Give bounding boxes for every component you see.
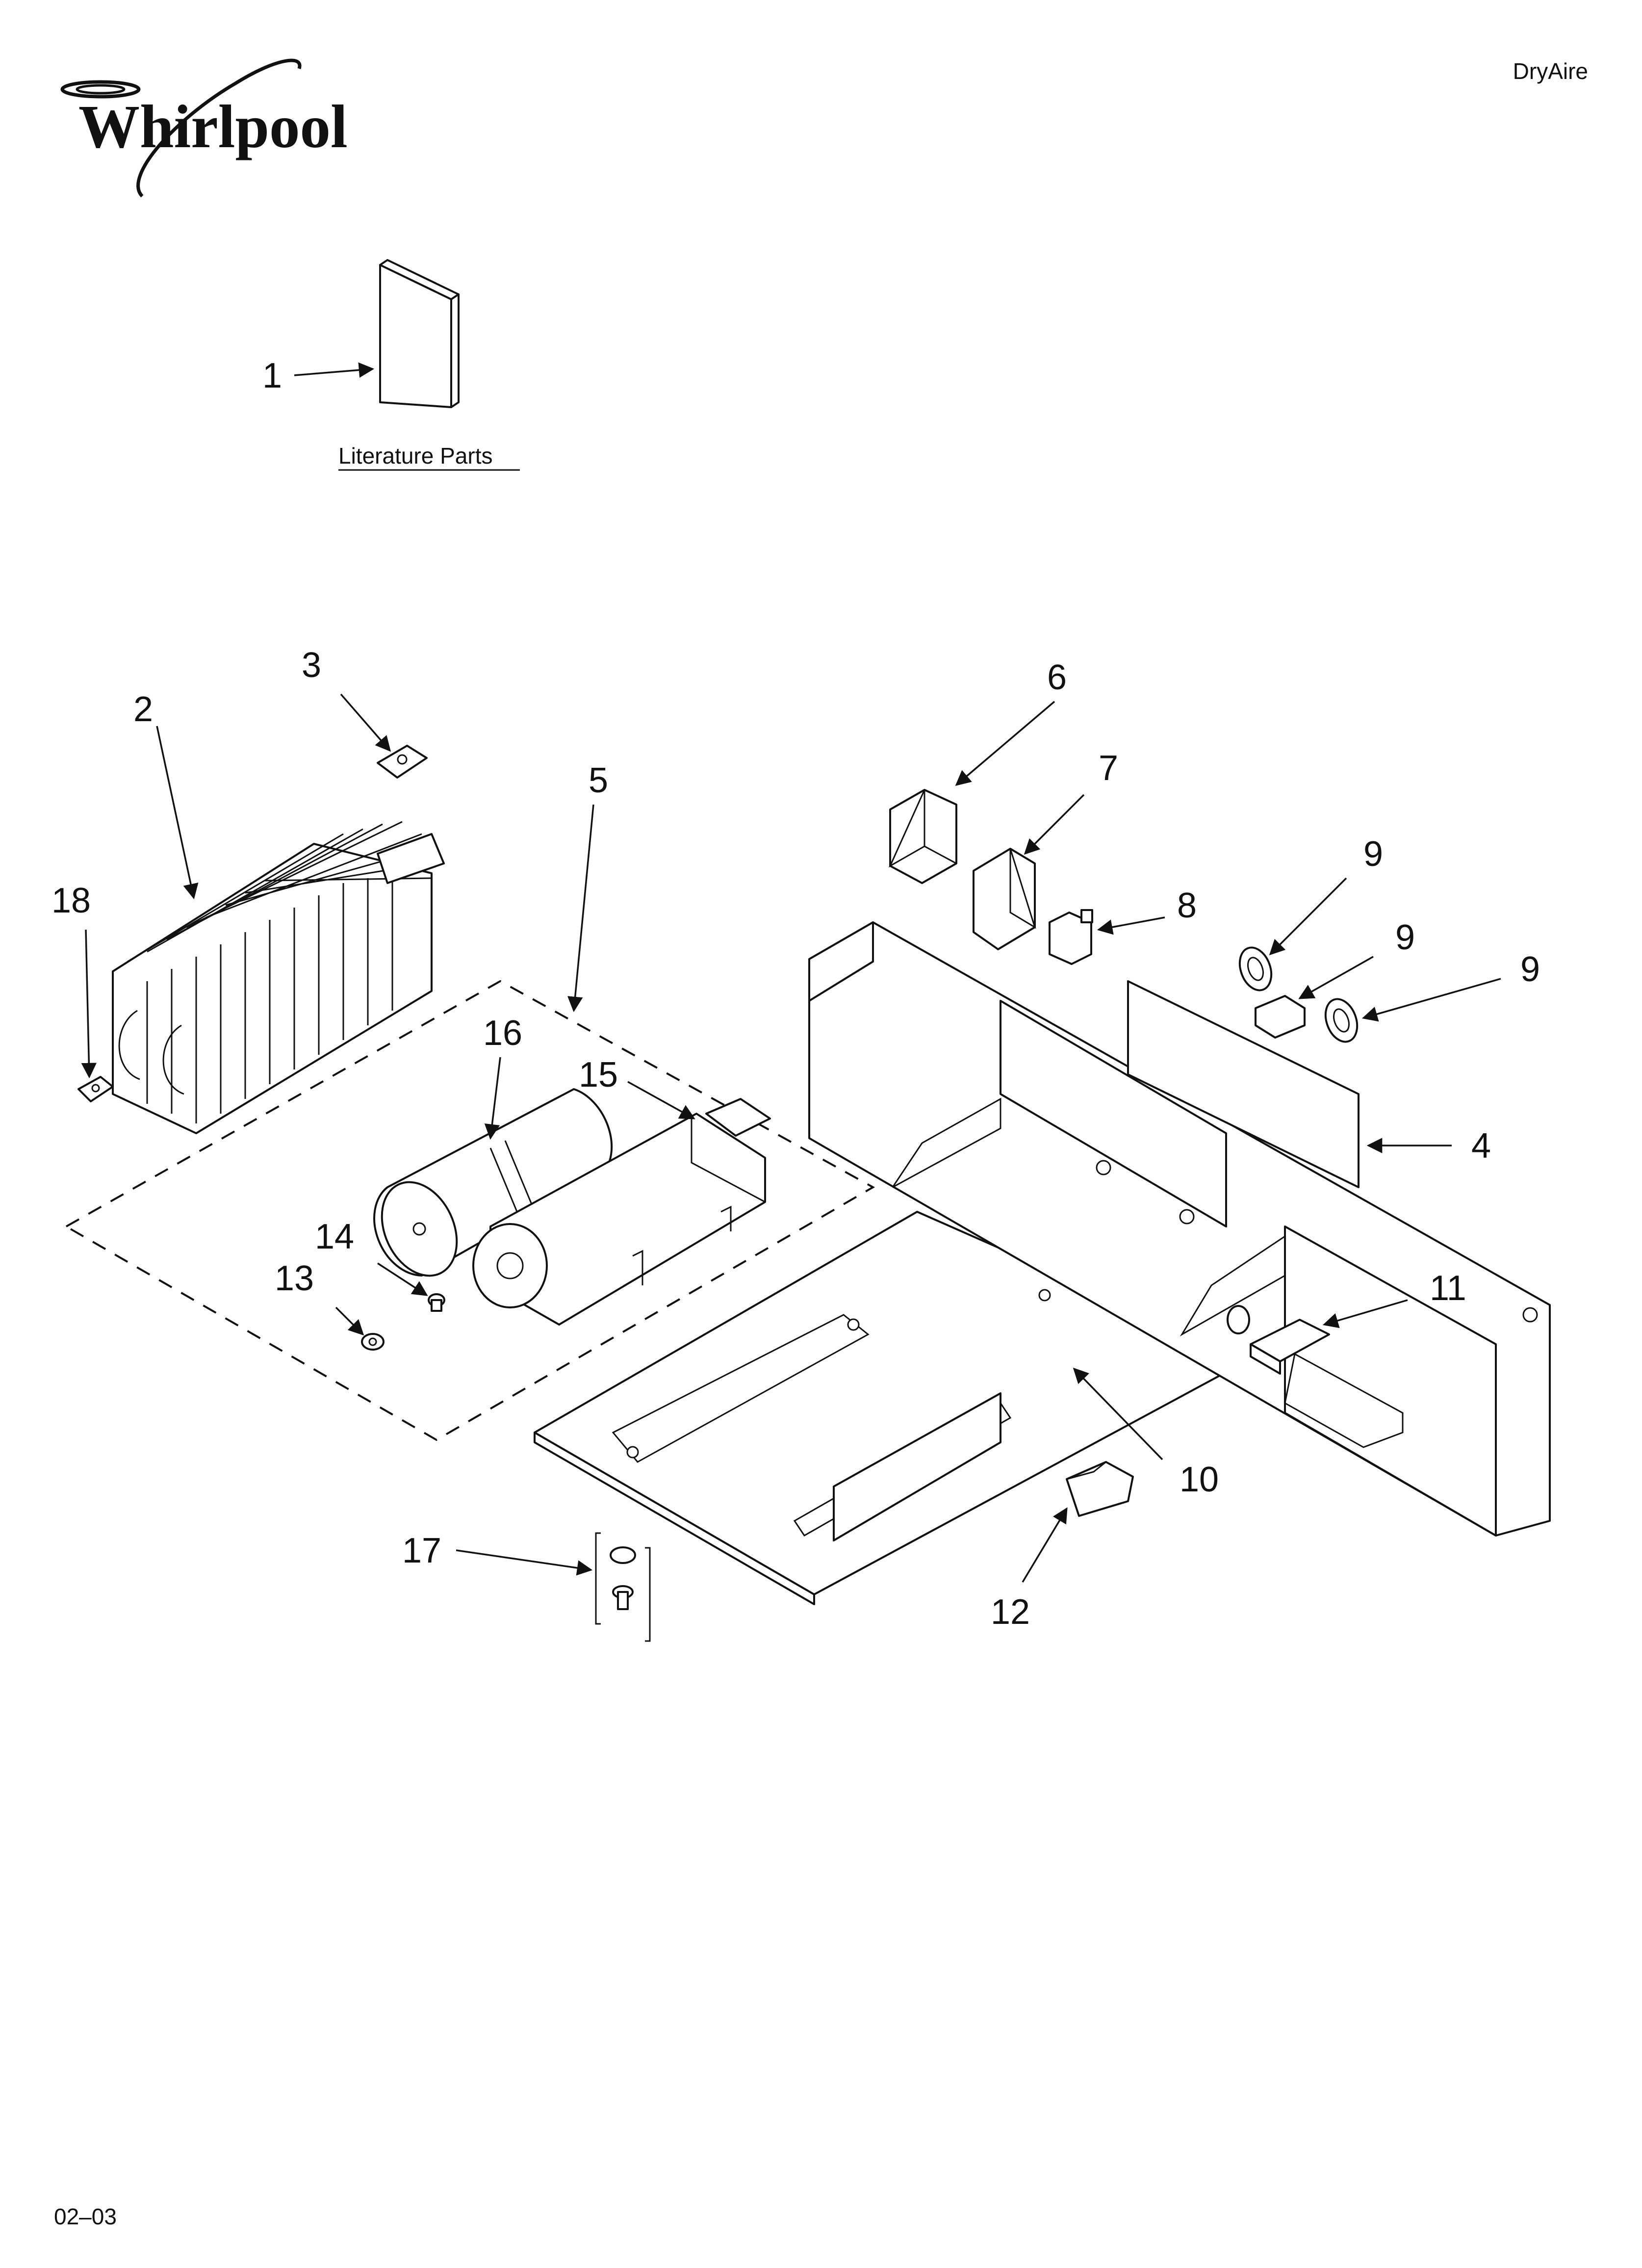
callout-12: 11 [1430, 1269, 1466, 1308]
part-12-connector [1250, 1319, 1404, 1448]
callout-17: 16 [483, 1014, 522, 1053]
callout-18: 17 [402, 1531, 441, 1570]
part-19-clip [77, 1076, 114, 1102]
leader-13 [1022, 1507, 1068, 1583]
callout-1: 1 [262, 356, 282, 395]
callout-8: 8 [1177, 886, 1197, 925]
leader-15 [377, 1262, 428, 1296]
leader-9a [1269, 877, 1347, 956]
part-10-terminal [1255, 995, 1306, 1039]
leader-17 [484, 1057, 501, 1140]
part-14-screw [361, 1333, 385, 1351]
callout-5: 5 [589, 761, 608, 800]
part-6-switch [888, 789, 957, 884]
leader-5 [567, 804, 594, 1013]
callout-4: 4 [1471, 1126, 1491, 1166]
callout-14: 13 [275, 1259, 314, 1298]
whirlpool-logo: Whirlpool [60, 58, 348, 198]
callout-10: 9 [1395, 918, 1415, 957]
callout-9a: 9 [1363, 834, 1383, 874]
part-9-bushing-lower [1324, 998, 1359, 1043]
callout-3: 3 [302, 646, 321, 685]
part-13-foot [1066, 1461, 1134, 1517]
callout-9b: 9 [1520, 950, 1540, 989]
model-label: DryAire [1513, 58, 1588, 84]
callout-7: 7 [1099, 749, 1118, 788]
leader-18 [456, 1549, 593, 1576]
callout-19: 18 [51, 881, 91, 920]
callout-11: 10 [1180, 1460, 1219, 1499]
leader-3 [340, 693, 391, 752]
leader-2 [156, 726, 199, 900]
callout-16: 15 [579, 1055, 618, 1095]
leader-16 [627, 1081, 695, 1120]
callout-13: 12 [991, 1592, 1030, 1632]
leader-6 [955, 701, 1055, 786]
part-16-motor [472, 1098, 771, 1326]
part-1-literature [379, 259, 460, 408]
literature-caption: Literature Parts [338, 443, 492, 469]
leader-11 [1073, 1367, 1163, 1460]
leader-19 [81, 929, 97, 1079]
page-code: 02–03 [54, 2204, 117, 2229]
leader-7 [1024, 794, 1085, 855]
part-8-knob [1049, 909, 1093, 965]
part-2-heater [112, 821, 445, 1134]
part-18-grommet [595, 1532, 651, 1642]
leader-9b [1361, 978, 1501, 1022]
part-9-bushing-upper [1238, 946, 1273, 991]
leader-8 [1097, 916, 1165, 935]
leader-14 [335, 1306, 364, 1336]
callout-6: 6 [1047, 658, 1067, 697]
leader-10 [1298, 956, 1374, 999]
part-3-clip [377, 745, 428, 779]
part-7-cover [973, 848, 1036, 950]
leader-1 [294, 362, 375, 378]
part-4-housing [808, 921, 1551, 1537]
part-5-assembly-outline [64, 980, 875, 1441]
leader-12 [1322, 1299, 1408, 1329]
logo-wordmark: Whirlpool [78, 93, 348, 161]
part-15-screw [428, 1293, 445, 1312]
callout-15: 14 [315, 1217, 354, 1256]
callout-2: 2 [133, 690, 153, 729]
